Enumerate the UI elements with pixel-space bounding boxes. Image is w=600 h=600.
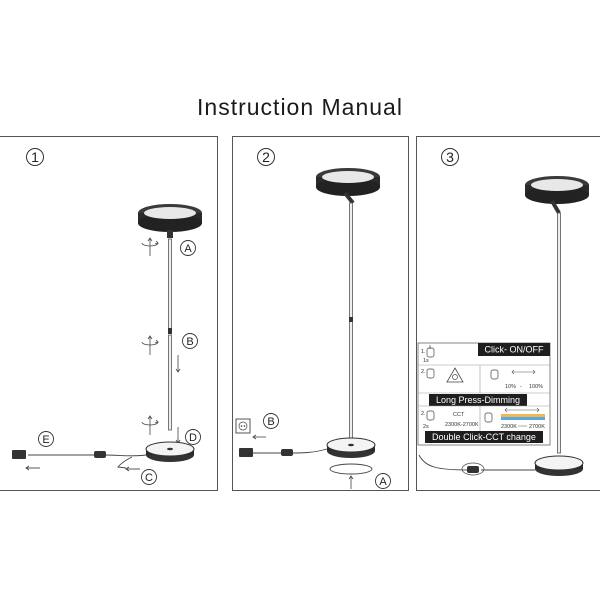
panel-step-2: 2 A <box>232 136 409 491</box>
step-number-circle <box>441 148 459 166</box>
callout-e: E <box>38 431 54 447</box>
long-press-dimming-bar <box>429 394 527 406</box>
click-on-off-label: Click- ON/OFF <box>485 345 544 355</box>
row3-step: 2. <box>421 411 426 417</box>
svg-text:D: D <box>189 432 197 444</box>
dimming-dash: - <box>520 384 522 390</box>
step-number-circle <box>26 148 44 166</box>
svg-text:C: C <box>145 472 153 484</box>
cct-warm-strip <box>501 414 545 417</box>
lamp-base <box>534 455 584 476</box>
svg-text:A: A <box>184 243 192 255</box>
dimming-high: 100% <box>529 384 543 390</box>
double-tap-hand-icon <box>426 410 493 423</box>
cct-cool-strip <box>501 417 545 420</box>
power-cable <box>25 454 147 472</box>
cct-high: 2700K <box>529 424 545 430</box>
callout-a: A <box>180 240 196 256</box>
cct-range: 2300K-2700K <box>445 422 479 428</box>
plug-in-arrow <box>252 434 266 440</box>
switch-highlight <box>461 462 485 476</box>
step-number: 1 <box>31 149 39 165</box>
callout-c: C <box>141 469 157 485</box>
lamp-head <box>525 176 589 215</box>
power-cable <box>253 448 328 454</box>
callout-a: A <box>375 473 391 489</box>
lamp-pole <box>168 238 172 431</box>
row3-gesture-label: 2s <box>423 424 429 430</box>
callout-b: B <box>182 333 198 349</box>
control-table: 1. 1s Click- ON/OFF 2. <box>417 342 551 446</box>
lamp-pole <box>557 212 561 454</box>
row2-step: 2. <box>421 369 426 375</box>
dimming-triangle-icon <box>446 367 464 383</box>
row1-gesture-label: 1s <box>423 358 429 364</box>
callout-d: D <box>185 429 201 445</box>
rotate-arrows <box>141 237 181 444</box>
base-plate <box>329 463 373 475</box>
panel-step-3: 3 1. <box>416 136 600 491</box>
tap-hand-icon <box>426 345 435 358</box>
svg-text:B: B <box>186 336 193 348</box>
manual-title: Instruction Manual <box>197 94 403 120</box>
svg-text:A: A <box>379 476 387 488</box>
dimming-range-arrow-icon <box>511 369 536 375</box>
cct-label: CCT <box>453 412 465 418</box>
step-1-assembly-diagram: 1 A <box>12 148 202 485</box>
cct-low: 2300K <box>501 424 517 430</box>
power-plug <box>12 450 26 459</box>
power-plug <box>239 448 253 457</box>
lamp-base <box>145 441 195 462</box>
inline-switch <box>281 449 293 456</box>
row1-step: 1. <box>421 349 426 355</box>
step-number-circle <box>257 148 275 166</box>
panel-step-1: 1 A <box>0 136 218 491</box>
svg-text:E: E <box>42 434 49 446</box>
power-cable <box>418 454 535 471</box>
step-number: 3 <box>446 149 454 165</box>
callout-b: B <box>263 413 279 429</box>
lamp-head <box>138 204 202 238</box>
dimming-low: 10% <box>505 384 516 390</box>
cct-arrow-icon <box>504 407 540 413</box>
double-click-cct-label: Double Click-CCT change <box>432 432 536 442</box>
lamp-pole <box>349 202 353 444</box>
click-on-off-bar <box>478 343 550 356</box>
step-number: 2 <box>262 149 270 165</box>
inline-switch <box>467 466 479 473</box>
svg-text:B: B <box>267 416 274 428</box>
lamp-base <box>326 437 376 458</box>
step-3-operation-diagram: 3 1. <box>417 148 589 476</box>
hold-hand-icon <box>426 368 499 380</box>
inline-switch <box>94 451 106 458</box>
wall-socket <box>235 418 251 434</box>
step-2-assembly-diagram: 2 A <box>235 148 391 489</box>
lamp-head <box>316 168 380 205</box>
double-click-cct-bar <box>425 431 543 443</box>
up-arrow <box>348 475 354 489</box>
long-press-dimming-label: Long Press-Dimming <box>436 395 520 405</box>
